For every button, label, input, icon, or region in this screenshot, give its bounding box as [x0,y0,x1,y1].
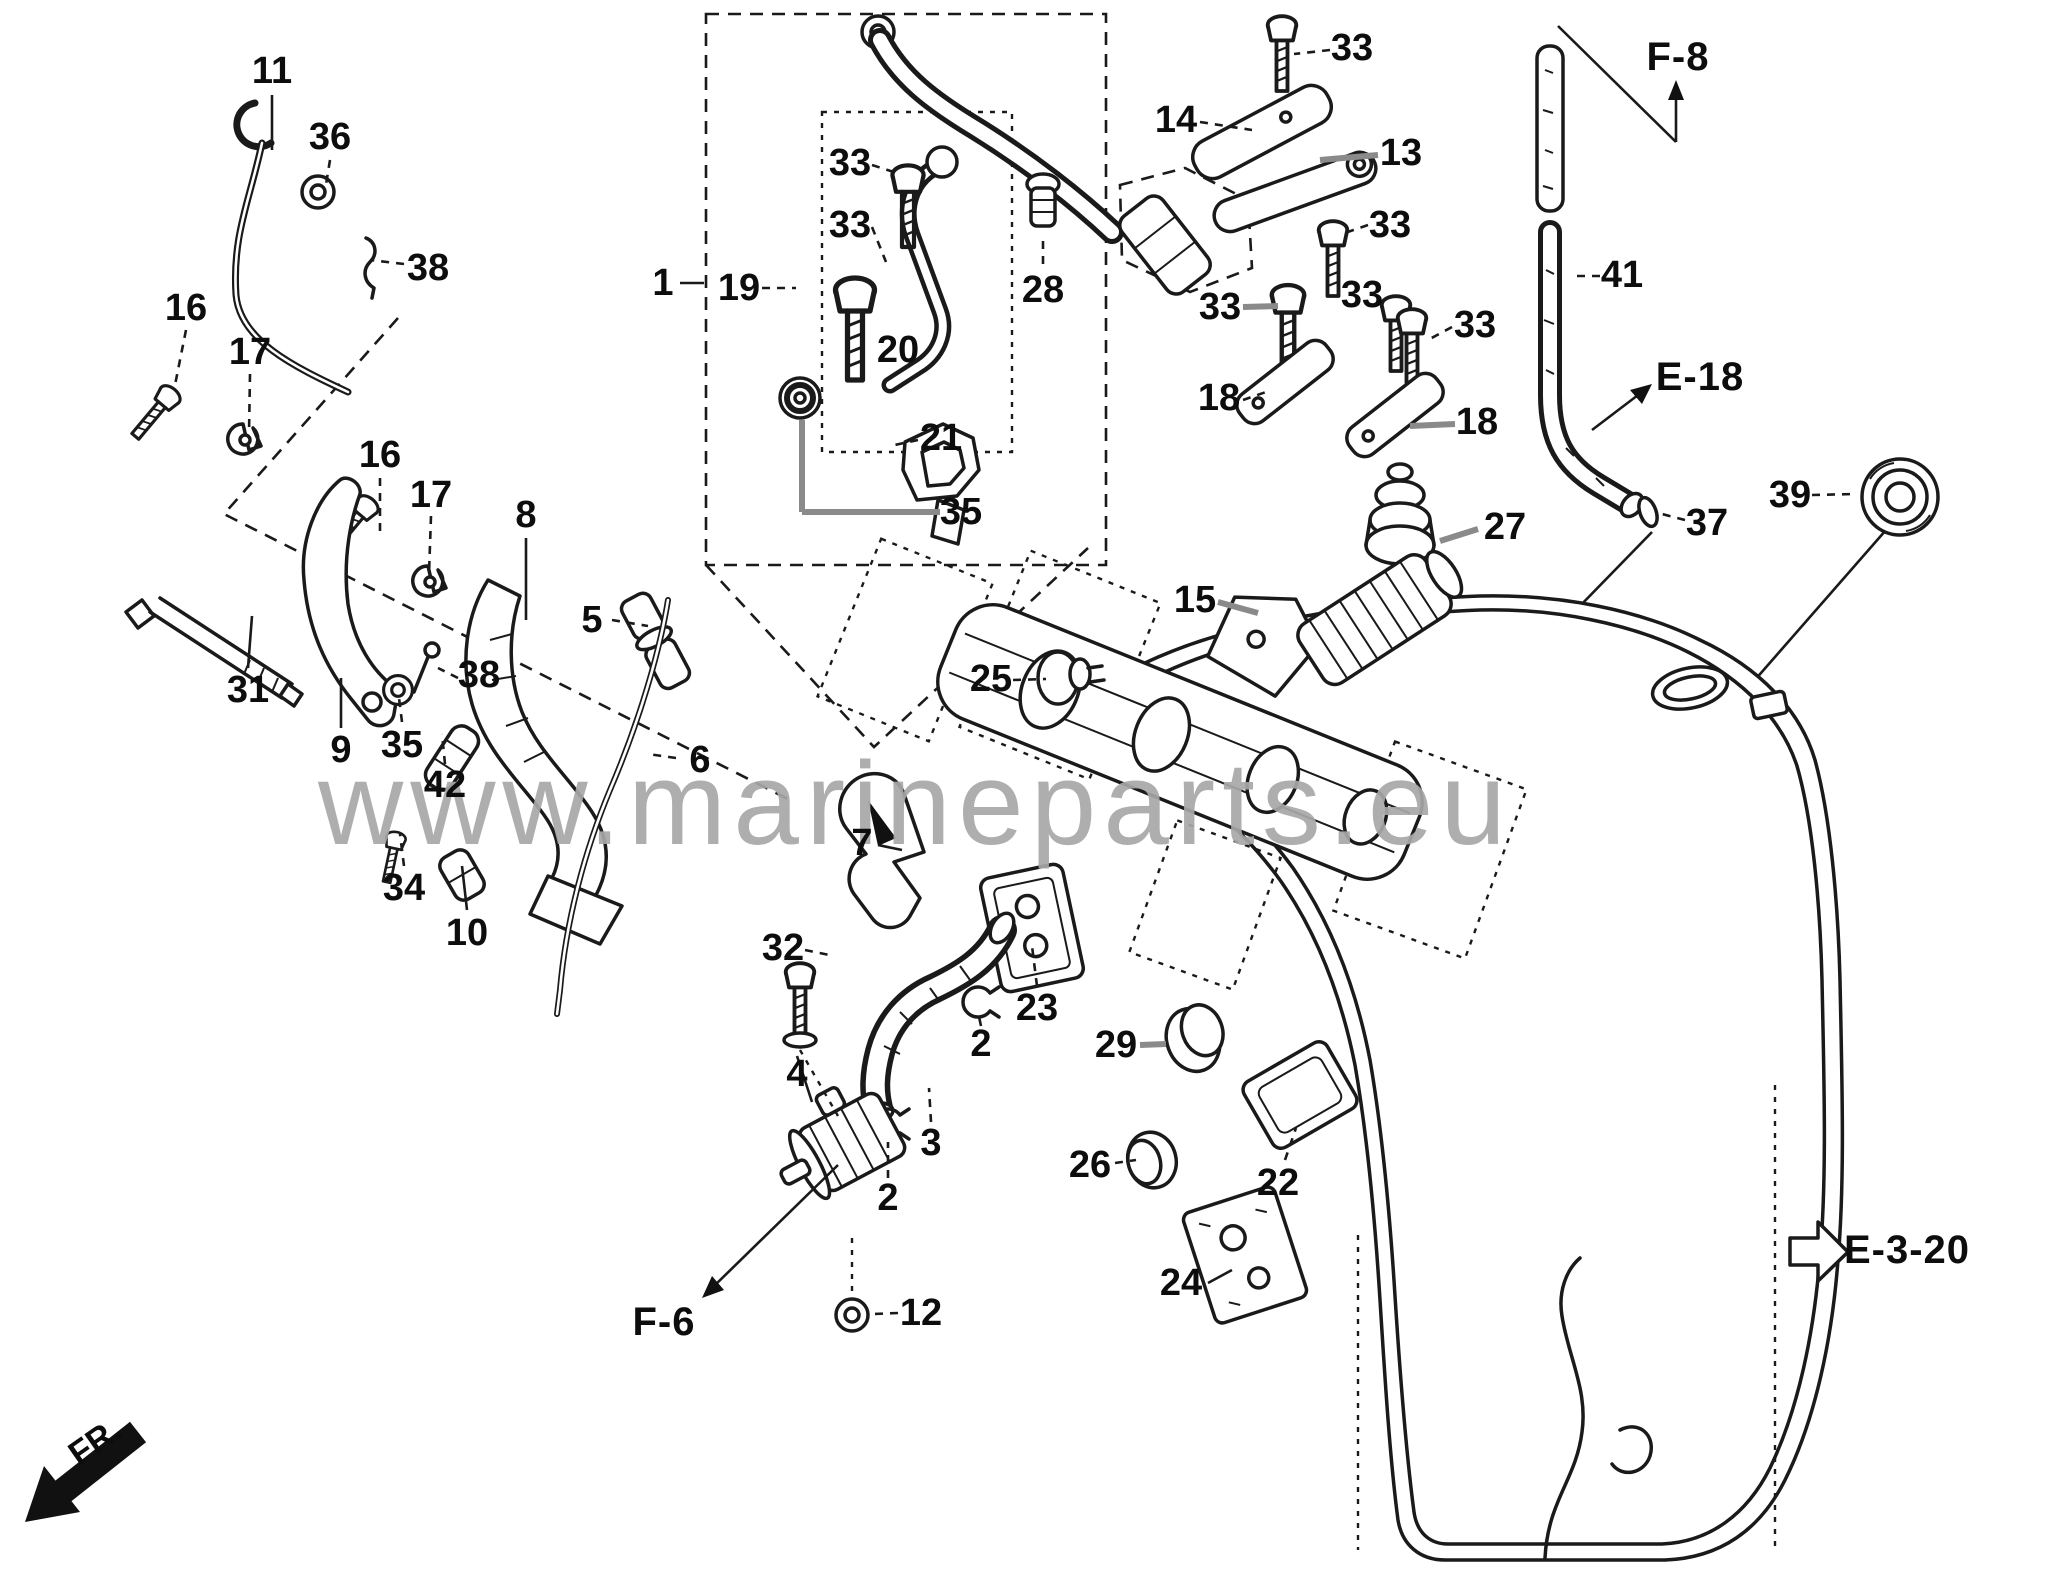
roller-42 [423,724,481,792]
callout-19: 19 [717,267,761,309]
callout-29: 29 [1094,1024,1138,1066]
callout-33: 33 [1368,204,1412,246]
watermark-text: www.marineparts.eu [318,738,1513,870]
breather-tube-41 [1535,25,1684,519]
block-22 [1241,1040,1359,1150]
throttle-lever-9 [301,476,400,728]
callout-33: 33 [1198,286,1242,328]
e-3-20-arrow [1788,1220,1850,1283]
plate-24 [1181,1185,1309,1325]
callout-18: 18 [1197,377,1241,419]
callout-7: 7 [851,822,873,864]
callout-8: 8 [515,494,537,536]
solenoid-valve-4 [779,1086,907,1201]
air-guide-7 [838,772,926,930]
callout-12: 12 [899,1292,943,1334]
callout-41: 41 [1600,254,1644,296]
callout-9: 9 [330,729,352,771]
callout-e-18: E-18 [1655,355,1745,399]
top-right-hardware [1190,14,1445,459]
callout-22: 22 [1256,1162,1300,1204]
callout-13: 13 [1379,132,1423,174]
callout-17: 17 [228,331,272,373]
callout-16: 16 [164,287,208,329]
callout-33: 33 [828,142,872,184]
callout-27: 27 [1483,506,1527,548]
callout-35: 35 [939,491,983,533]
callout-14: 14 [1154,99,1198,141]
callout-34: 34 [382,867,426,909]
grommet-35 [778,376,822,420]
bolt-31 [124,596,304,708]
callout-20: 20 [876,329,920,371]
callout-35: 35 [380,724,424,766]
callout-23: 23 [1015,987,1059,1029]
cover-port [1650,665,1730,711]
choke-arm-8 [464,578,624,946]
leader-lines [172,48,1857,1316]
callout-33: 33 [828,204,872,246]
callout-37: 37 [1685,502,1729,544]
rod-6 [554,597,671,1017]
callout-39: 39 [1768,474,1812,516]
callout-10: 10 [445,912,489,954]
pin-38b [412,641,441,694]
callout-21: 21 [919,417,963,459]
callout-25: 25 [969,658,1013,700]
callout-28: 28 [1021,269,1065,311]
callout-38: 38 [406,247,450,289]
callout-42: 42 [423,764,467,806]
callout-24: 24 [1159,1262,1203,1304]
seals-right [1364,457,1940,566]
nut-12 [834,1297,870,1333]
joint-28 [1025,172,1061,228]
fr-arrow [25,1421,147,1522]
callout-32: 32 [761,927,805,969]
callout-4: 4 [786,1053,808,1095]
cotter-pin-38 [363,236,377,300]
callout-f-6: F-6 [632,1300,696,1344]
callout-33: 33 [1340,274,1384,316]
joint-5 [619,591,692,691]
callout-26: 26 [1068,1144,1112,1186]
callout-6: 6 [689,739,711,781]
callout-33: 33 [1330,27,1374,69]
callout-38: 38 [457,654,501,696]
callout-15: 15 [1173,579,1217,621]
callout-16: 16 [358,434,402,476]
callout-3: 3 [920,1122,942,1164]
callout-5: 5 [581,599,603,641]
fuel-pipe-assembly-box [704,12,1212,567]
callout-1: 1 [652,262,674,304]
callout-33: 33 [1453,304,1497,346]
callout-36: 36 [308,116,352,158]
callout-31: 31 [226,669,270,711]
callout-17: 17 [409,474,453,516]
callout-18: 18 [1455,401,1499,443]
plug-26 [1125,1130,1179,1190]
callout-e-3-20: E-3-20 [1843,1228,1971,1272]
callout-2: 2 [970,1023,992,1065]
callout-2: 2 [877,1177,899,1219]
callout-11: 11 [251,50,293,92]
choke-rod-11 [231,99,352,396]
valve-25 [1036,650,1106,706]
callout-f-8: F-8 [1646,35,1710,79]
plug-29 [1164,1003,1225,1074]
seal-27 [1364,462,1436,566]
